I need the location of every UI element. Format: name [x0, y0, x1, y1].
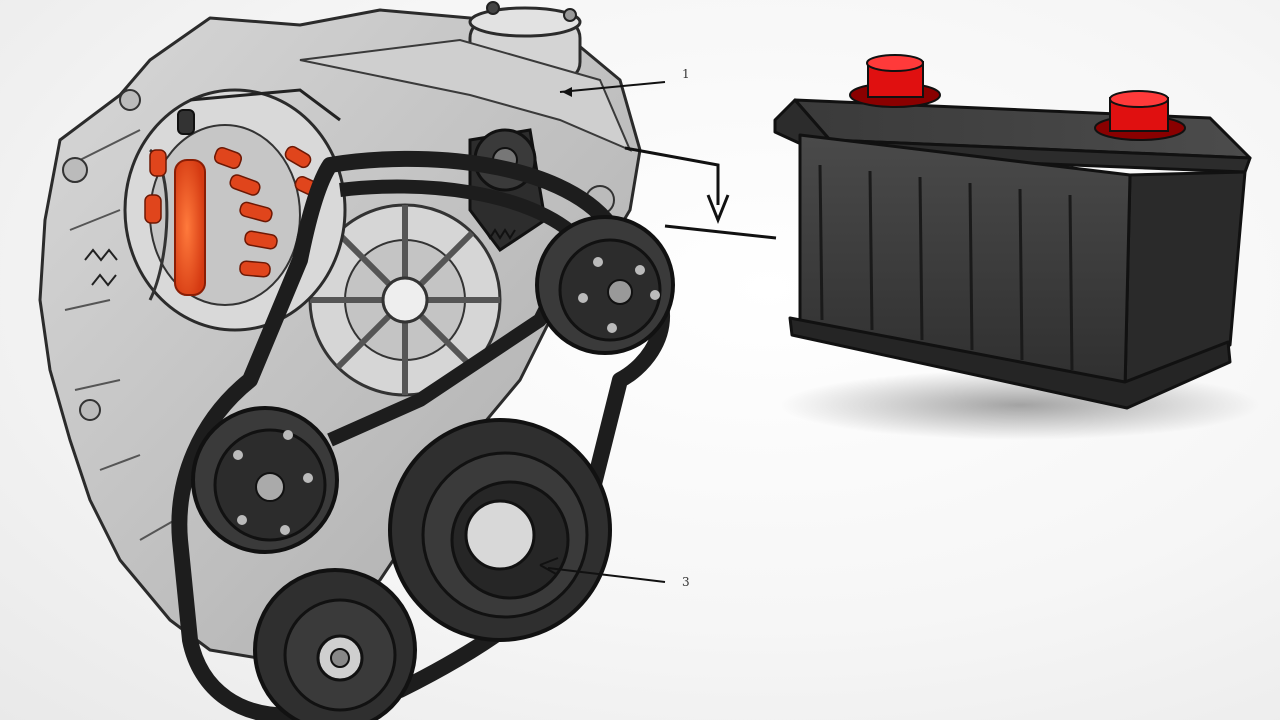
car-battery	[773, 54, 1260, 440]
connector-lines	[624, 146, 777, 240]
idler-pulley-top-right	[535, 215, 675, 355]
battery-negative-terminal	[1094, 90, 1186, 141]
callout-1: 1	[559, 67, 690, 97]
callout-1-label: 1	[682, 67, 690, 81]
callout-3-label: 3	[682, 575, 690, 589]
callout-3: 3	[539, 557, 690, 589]
alternator-red-windings	[144, 145, 324, 296]
engine-gear-housing	[308, 203, 502, 397]
lower-pulley	[253, 568, 417, 720]
alternator-pulley	[191, 406, 339, 554]
battery-positive-terminal	[849, 54, 941, 108]
battery-ribs	[818, 164, 1074, 371]
crankshaft-pulley	[388, 418, 612, 642]
